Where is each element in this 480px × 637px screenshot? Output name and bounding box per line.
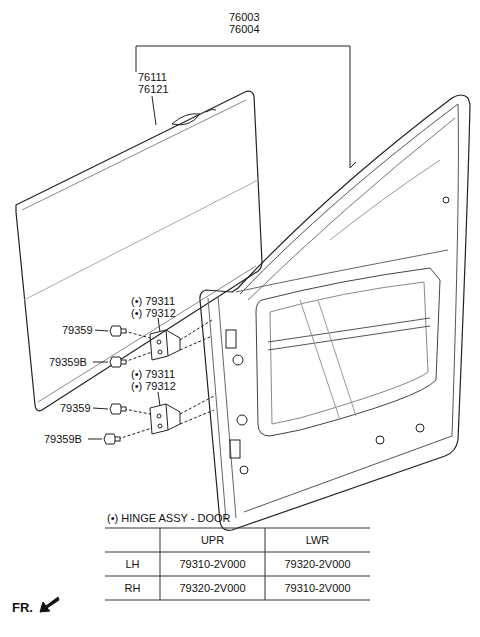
table-cell: 79310-2V000 (160, 552, 265, 576)
part-number: 79359B (49, 356, 87, 368)
part-number: (•) 79312 (131, 307, 176, 319)
part-number: 79359 (60, 402, 91, 414)
table-row-header: LH (105, 552, 160, 576)
part-number: 76121 (138, 83, 169, 95)
assembly-number: 76004 (229, 23, 260, 35)
part-number: (•) 79311 (131, 295, 175, 307)
table-row-header: RH (105, 576, 160, 600)
part-number: 76111 (138, 71, 167, 83)
part-number: (•) 79311 (131, 368, 175, 380)
table-cell: 79320-2V000 (265, 552, 370, 576)
table-heading: (•) HINGE ASSY - DOOR (107, 512, 230, 524)
table-header: UPR (160, 528, 265, 552)
table-header: LWR (265, 528, 370, 552)
part-number: 79359 (62, 324, 93, 336)
part-number: (•) 79312 (131, 380, 176, 392)
table-cell: 79310-2V000 (265, 576, 370, 600)
part-number: 79359B (44, 433, 82, 445)
assembly-number: 76003 (229, 11, 260, 23)
table-cell: 79320-2V000 (160, 576, 265, 600)
front-indicator: FR. (12, 602, 33, 614)
